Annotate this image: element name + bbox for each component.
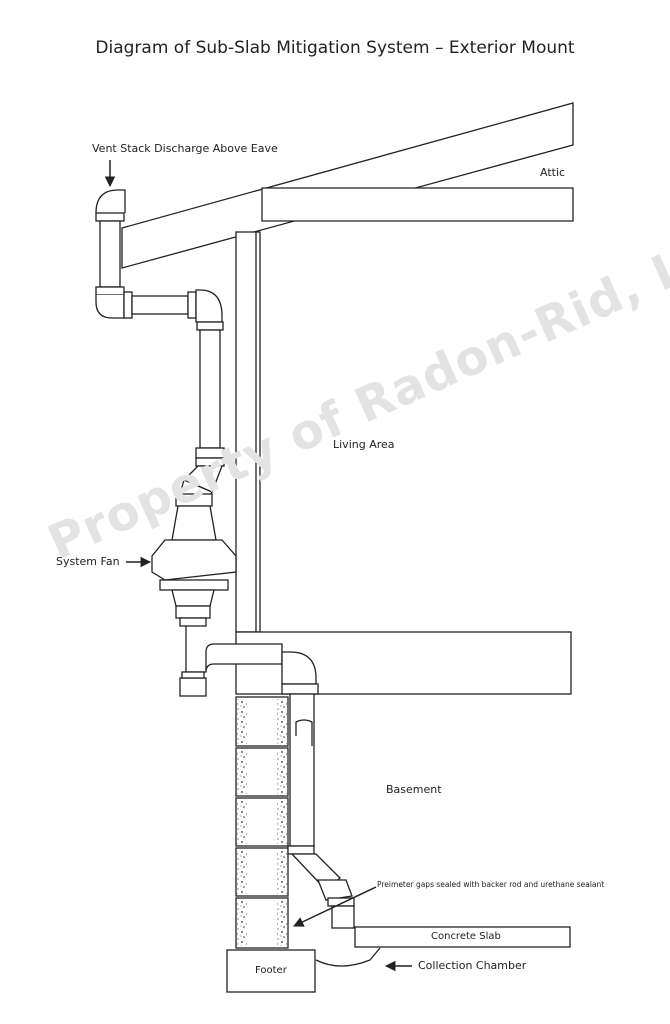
floor-joist — [235, 631, 572, 695]
block-wall — [235, 696, 289, 949]
collection-chamber — [315, 947, 381, 967]
diagram-title: Diagram of Sub-Slab Mitigation System – … — [95, 38, 575, 58]
attic-joist — [261, 187, 574, 222]
label-concrete-slab: Concrete Slab — [431, 931, 501, 942]
label-basement: Basement — [386, 783, 442, 796]
lower-pipe — [179, 626, 355, 929]
label-system-fan: System Fan — [56, 555, 120, 568]
concrete-slab — [354, 926, 571, 948]
label-attic: Attic — [540, 166, 566, 179]
gap-arrow — [293, 886, 377, 927]
roof-rafter — [121, 102, 574, 269]
label-perimeter-gaps: Preimeter gaps sealed with backer rod an… — [377, 880, 605, 889]
label-vent-stack: Vent Stack Discharge Above Eave — [92, 142, 278, 155]
label-footer: Footer — [255, 965, 287, 976]
system-fan — [151, 505, 237, 627]
label-collection-chamber: Collection Chamber — [418, 959, 527, 972]
footer-block — [226, 949, 316, 993]
label-living-area: Living Area — [333, 438, 395, 451]
vent-pipe — [95, 189, 225, 507]
